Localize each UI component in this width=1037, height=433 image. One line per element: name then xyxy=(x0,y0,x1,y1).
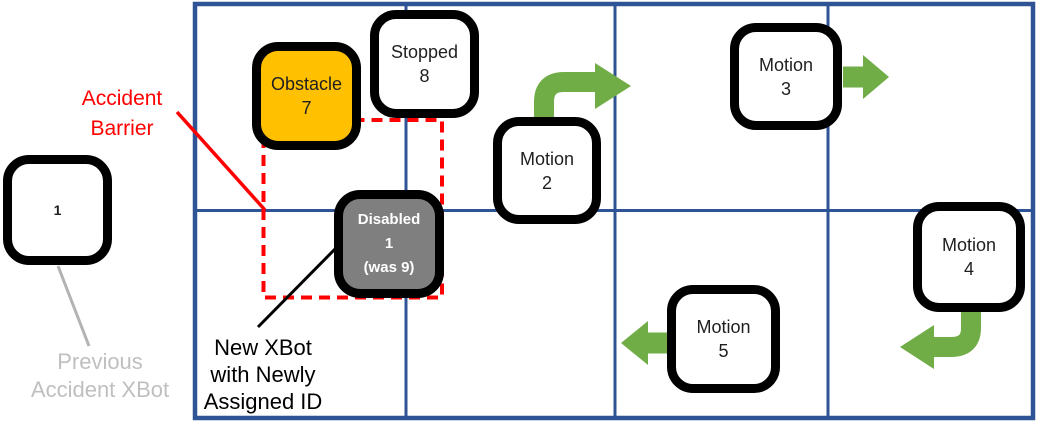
xbot-id: 7 xyxy=(301,98,312,118)
xbot-id: 4 xyxy=(963,259,974,279)
xbot-id: 1 xyxy=(53,202,62,218)
new-xbot-label-line1: New XBot xyxy=(214,335,312,360)
new-xbot-label-line3: Assigned ID xyxy=(203,389,323,414)
xbot-state-label: Stopped xyxy=(390,42,459,62)
previous-xbot-leader-line xyxy=(56,265,91,347)
accident-barrier-leader-line xyxy=(175,110,267,212)
curved-arrow-down-left-icon xyxy=(900,312,981,369)
xbot-motion-5: Motion 5 xyxy=(667,285,780,393)
previous-accident-xbot-label: Previous Accident XBot xyxy=(8,348,192,404)
xbot-previous-id-note: (was 9) xyxy=(363,259,415,276)
xbot-stopped-8: Stopped 8 xyxy=(370,10,479,118)
previous-xbot-label-line1: Previous xyxy=(57,349,143,374)
xbot-state-label: Motion xyxy=(519,148,575,169)
xbot-id: 8 xyxy=(419,66,430,86)
arrow-right-icon xyxy=(843,55,889,99)
xbot-state-label: Obstacle xyxy=(270,74,343,94)
xbot-motion-2: Motion 2 xyxy=(493,117,601,224)
xbot-id: 1 xyxy=(384,235,394,252)
xbot-id: 3 xyxy=(780,78,791,99)
previous-xbot-label-line2: Accident XBot xyxy=(30,377,170,402)
xbot-state-label: Motion xyxy=(941,235,997,255)
xbot-id: 2 xyxy=(541,172,552,193)
xbot-state-label: Disabled xyxy=(357,211,421,228)
new-xbot-label-line2: with Newly xyxy=(210,362,316,387)
accident-barrier-label-line1: Accident xyxy=(81,87,163,110)
new-xbot-leader-line xyxy=(256,244,340,329)
arrow-left-icon xyxy=(621,321,667,365)
accident-barrier-label-line2: Barrier xyxy=(90,117,154,140)
new-xbot-label: New XBot with Newly Assigned ID xyxy=(196,334,330,415)
xbot-id: 5 xyxy=(718,341,729,361)
xbot-disabled-1: Disabled 1 (was 9) xyxy=(334,190,444,298)
xbot-state-label: Motion xyxy=(758,54,814,75)
curved-arrow-up-right-icon xyxy=(534,63,631,118)
xbot-previous-accident: 1 xyxy=(3,155,112,265)
xbot-state-label: Motion xyxy=(696,317,751,337)
xbot-motion-4: Motion 4 xyxy=(913,202,1025,312)
xbot-obstacle-7: Obstacle 7 xyxy=(252,42,361,150)
accident-barrier-label: Accident Barrier xyxy=(55,84,189,144)
xbot-motion-3: Motion 3 xyxy=(730,23,842,130)
